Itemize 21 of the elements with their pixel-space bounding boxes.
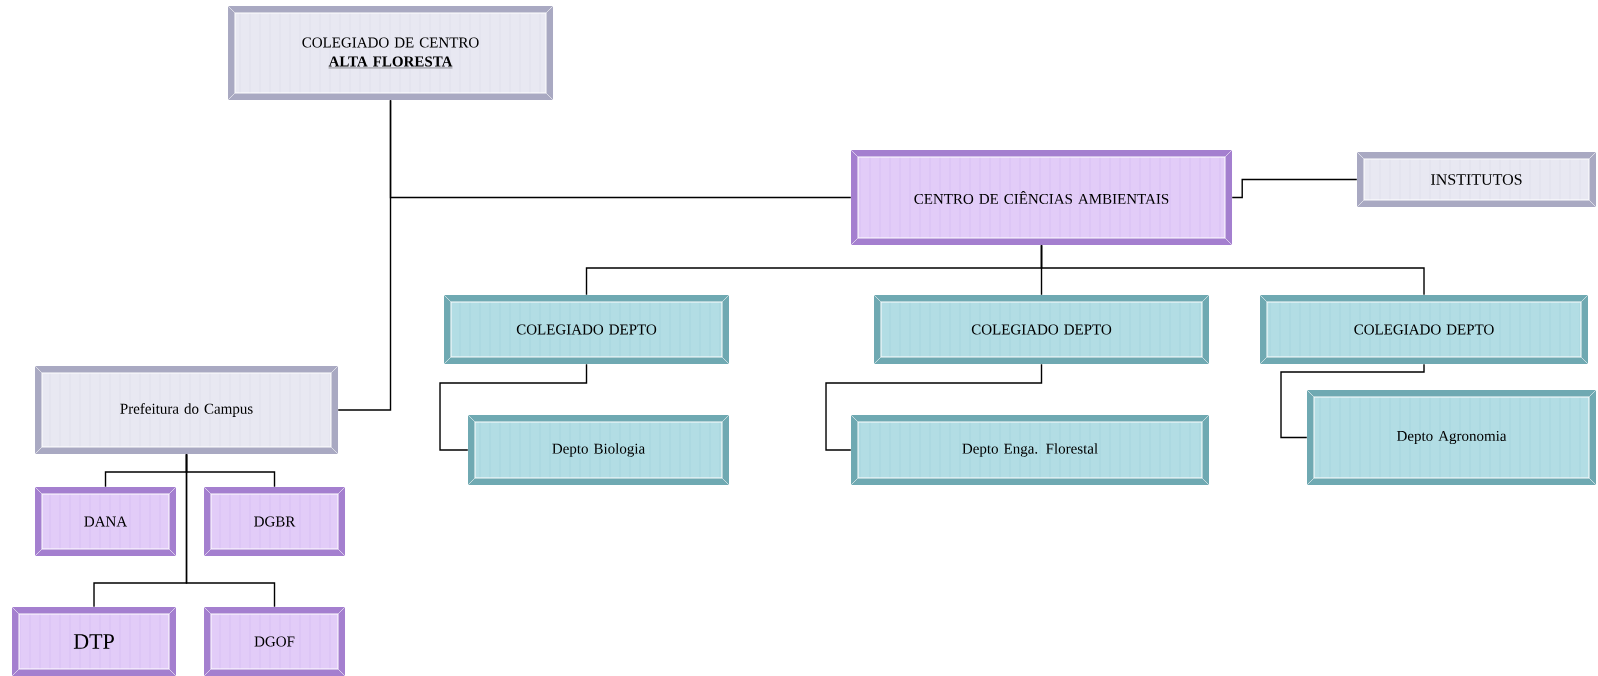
connector-line [185,453,276,608]
connector-line [337,99,392,411]
org-box: DANA [34,486,177,557]
connector-line [1231,178,1358,199]
org-box: Prefeitura do Campus [34,365,339,455]
org-box: Depto Biologia [467,414,730,486]
org-box: COLEGIADO DEPTO [873,294,1210,365]
org-box: COLEGIADO DEPTO [1259,294,1589,365]
org-box: CENTRO DE CIÊNCIAS AMBIENTAIS [850,149,1233,246]
connector-line [1280,363,1425,439]
connector-line [439,363,588,451]
connector-line [1040,244,1425,296]
connector-line [825,363,1043,451]
org-box: COLEGIADO DE CENTRO ALTA FLORESTA [227,5,554,101]
org-box: DTP [11,606,177,676]
org-box: DGBR [203,486,346,557]
org-box: INSTITUTOS [1356,151,1597,208]
org-box: Depto Enga. Florestal [850,414,1210,486]
org-box: COLEGIADO DEPTO [443,294,730,365]
org-box: Depto Agronomia [1306,389,1597,486]
org-box: DGOF [203,606,346,676]
